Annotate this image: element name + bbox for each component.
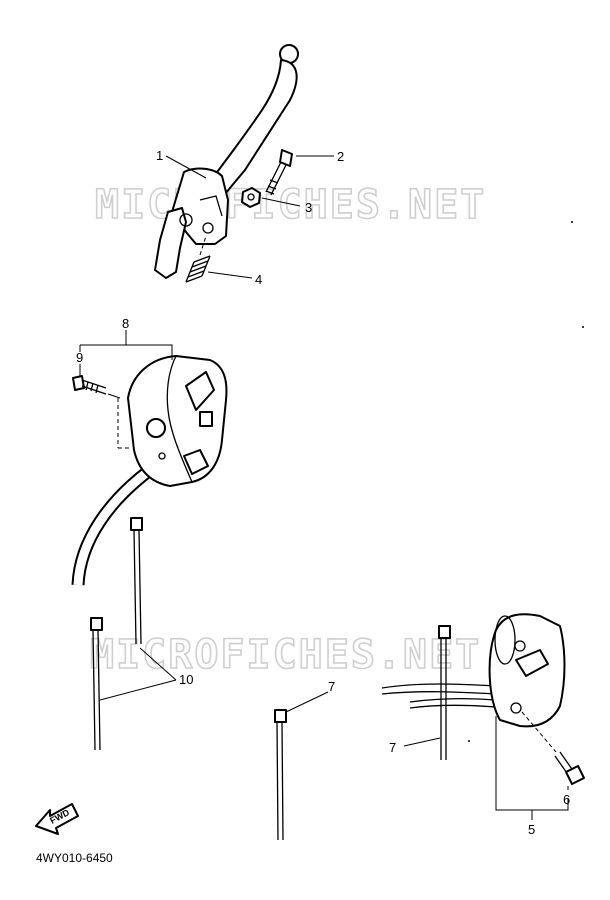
callout-7-center: 7 — [328, 679, 335, 694]
screw-part-9 — [72, 375, 107, 395]
spring-guide-line — [199, 235, 207, 256]
document-number: 4WY010-6450 — [36, 851, 113, 865]
screw-6-guide — [521, 711, 557, 753]
leader-7-b — [403, 737, 441, 747]
callout-6: 6 — [563, 792, 570, 807]
switch-bottom-button — [183, 449, 209, 475]
callout-8: 8 — [122, 316, 129, 331]
switch-housing-end — [494, 615, 516, 665]
switch-rocker — [185, 371, 215, 411]
right-handlebar-switch — [381, 613, 566, 728]
speck — [571, 221, 573, 223]
leader-4 — [207, 271, 253, 279]
callout-3: 3 — [305, 200, 312, 215]
switch-small-button — [199, 411, 213, 427]
watermark-bottom: MICROFICHES.NET — [90, 632, 481, 678]
callout-4: 4 — [255, 272, 262, 287]
switch-right-hole-top — [514, 640, 526, 652]
switch-right-hole-bottom — [510, 702, 522, 714]
lever-bracket — [154, 207, 187, 279]
switch-dashed-guide — [117, 398, 132, 449]
switch-wire-2 — [409, 698, 497, 703]
lever-pivot-hole — [179, 213, 193, 227]
leader-5-bracket — [495, 716, 569, 811]
spring-part-4 — [185, 235, 211, 283]
leader-8-bracket — [80, 344, 173, 360]
switch-wire-2b — [409, 704, 497, 709]
switch-round-button — [146, 418, 166, 438]
speck — [582, 326, 584, 328]
fwd-arrow-icon: FWD — [35, 803, 79, 835]
switch-screw-hole — [158, 452, 166, 460]
leader-3 — [261, 197, 301, 207]
callout-10: 10 — [179, 672, 193, 687]
callout-5: 5 — [528, 822, 535, 837]
left-handlebar-switch — [71, 355, 228, 586]
callout-9: 9 — [76, 350, 83, 365]
callout-2: 2 — [337, 149, 344, 164]
lever-pivot-hole-2 — [202, 222, 214, 234]
nut-part-3 — [241, 187, 261, 208]
speck — [468, 740, 470, 742]
switch-wire-1 — [381, 683, 497, 689]
lever-holder-edge — [199, 195, 223, 217]
leader-7-a — [285, 691, 329, 713]
switch-wire-1b — [381, 691, 497, 695]
bolt-part-2 — [265, 149, 293, 196]
leader-1 — [165, 155, 207, 179]
switch-right-button — [515, 649, 549, 677]
leader-10-a — [139, 647, 177, 681]
screw-part-6 — [521, 711, 585, 785]
lever-assembly — [154, 44, 299, 279]
callout-7-right: 7 — [389, 740, 396, 755]
watermark-top: MICROFICHES.NET — [95, 182, 486, 228]
switch-housing-seam — [166, 355, 193, 483]
callout-1: 1 — [156, 148, 163, 163]
leader-10-b — [99, 679, 177, 701]
cable-tie-1 — [130, 517, 143, 645]
screw-guide — [107, 393, 121, 399]
cable-tie-2 — [90, 617, 103, 751]
cable-tie-3 — [274, 709, 287, 841]
